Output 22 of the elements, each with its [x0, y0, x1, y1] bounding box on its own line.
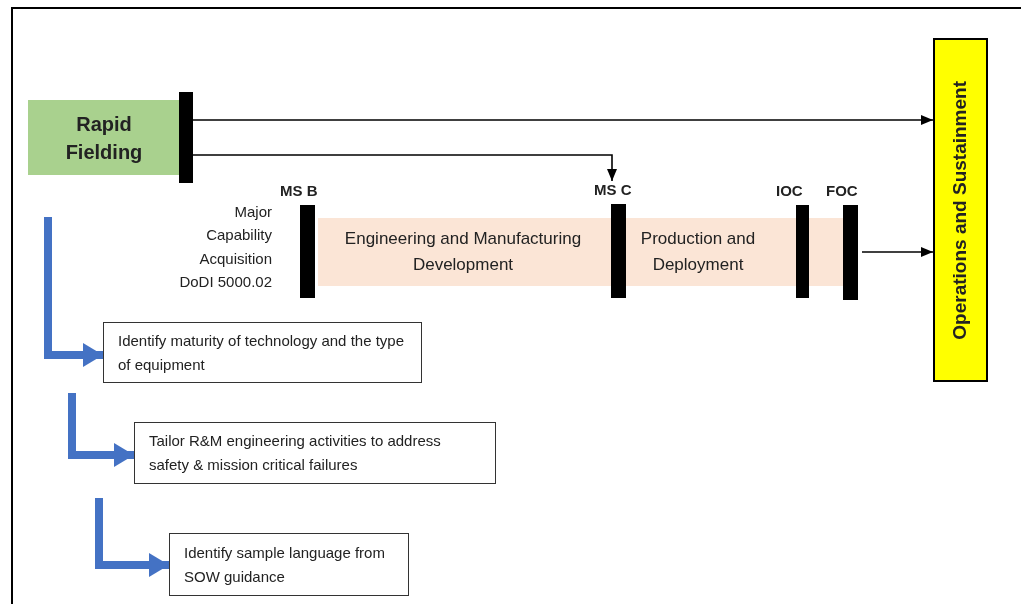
box-label: Identify maturity of technology and the type of equipment	[118, 330, 405, 375]
arrow	[192, 115, 934, 125]
text-box	[134, 422, 496, 484]
milestone-bar	[179, 92, 193, 183]
box-label: Operations and Sustainment	[948, 80, 972, 340]
milestone-label: FOC	[826, 182, 858, 199]
box-label: Tailor R&M engineering activities to address safety & mission critical failures	[149, 431, 442, 475]
arrow	[861, 247, 934, 257]
box-label: Rapid Fielding	[64, 111, 144, 165]
track-label: Major Capability Acquisition DoDI 5000.02	[178, 202, 272, 292]
text-box	[103, 322, 422, 383]
phase-band	[318, 218, 845, 286]
milestone-label: IOC	[776, 182, 803, 199]
phase-label: Production and Deployment	[639, 227, 757, 276]
process-box	[28, 100, 180, 175]
box-label: Identify sample language from SOW guidance	[184, 542, 386, 587]
milestone-label: MS C	[594, 181, 632, 198]
phase-label: Engineering and Manufacturing Development	[343, 227, 583, 276]
phase-box	[933, 38, 988, 382]
milestone-label: MS B	[280, 182, 318, 199]
text-box	[169, 533, 409, 596]
arrow	[192, 154, 617, 182]
